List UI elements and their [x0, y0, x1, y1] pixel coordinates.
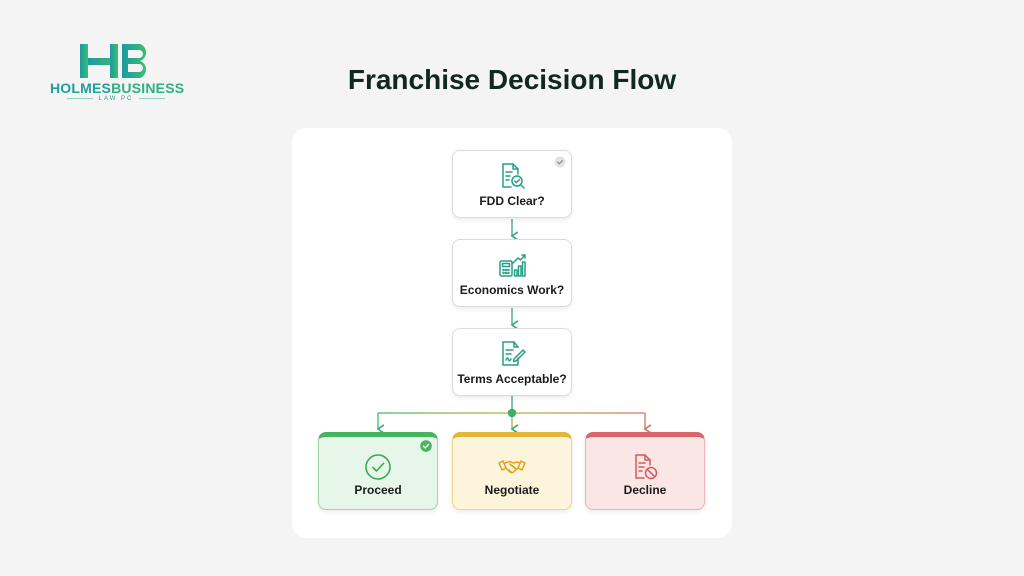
flowchart-panel: FDD Clear? Economics Work? — [292, 128, 732, 538]
node-economics-work[interactable]: Economics Work? — [452, 239, 572, 307]
node-fdd-clear[interactable]: FDD Clear? — [452, 150, 572, 218]
node-label: Terms Acceptable? — [457, 372, 567, 386]
document-blocked-icon — [635, 454, 658, 480]
outcome-label: Negotiate — [484, 483, 540, 497]
brand-name: HOLMESBUSINESS — [50, 80, 185, 96]
checked-badge-icon — [554, 156, 566, 168]
outcome-label: Proceed — [354, 483, 402, 497]
page-title: Franchise Decision Flow — [347, 64, 677, 95]
node-label: FDD Clear? — [479, 194, 545, 208]
handshake-icon — [498, 460, 526, 474]
contract-sign-icon — [502, 341, 526, 366]
company-logo: HOLMESBUSINESS LAW PC — [50, 42, 185, 106]
document-search-icon — [502, 163, 525, 189]
outcome-decline[interactable]: Decline — [585, 432, 705, 510]
branch-junction — [507, 408, 517, 418]
outcome-proceed[interactable]: Proceed — [318, 432, 438, 510]
outcome-negotiate[interactable]: Negotiate — [452, 432, 572, 510]
brand-name-part1: HOLMES — [50, 80, 112, 96]
check-circle-icon — [365, 454, 391, 480]
hb-monogram-icon — [80, 44, 147, 78]
calculator-chart-icon — [499, 254, 526, 277]
brand-name-part2: BUSINESS — [111, 80, 185, 96]
flow-connectors — [376, 219, 652, 434]
outcome-label: Decline — [623, 483, 667, 497]
brand-subtitle: LAW PC — [50, 96, 182, 102]
node-terms-acceptable[interactable]: Terms Acceptable? — [452, 328, 572, 396]
selected-check-badge-icon — [420, 440, 432, 452]
node-label: Economics Work? — [459, 283, 565, 297]
